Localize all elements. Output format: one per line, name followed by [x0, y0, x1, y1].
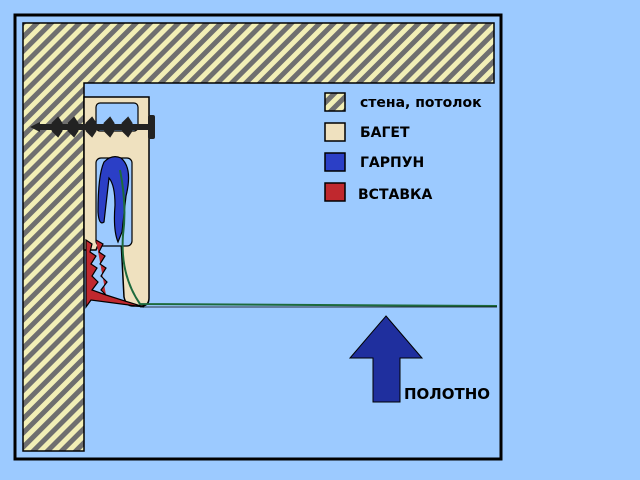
legend-item-baguette: БАГЕТ [324, 122, 410, 142]
insert-teeth [95, 239, 108, 296]
legend-swatch-insert [324, 182, 346, 202]
legend-swatch-wall [324, 92, 346, 112]
legend-swatch-baguette [324, 122, 346, 142]
membrane [119, 169, 498, 307]
arrow-up-icon [348, 315, 424, 403]
legend-swatch-harpoon [324, 152, 346, 172]
wall-ceiling [22, 22, 495, 452]
legend-label-insert: ВСТАВКА [358, 187, 432, 203]
legend-item-wall: стена, потолок [324, 92, 482, 112]
canvas-label: ПОЛОТНО [404, 385, 490, 403]
legend: стена, потолок БАГЕТ ГАРПУН ВСТАВКА [324, 92, 482, 203]
insert [85, 238, 145, 309]
legend-item-insert: ВСТАВКА [324, 182, 432, 203]
screw-icon [30, 115, 155, 139]
legend-label-wall: стена, потолок [360, 95, 482, 111]
legend-label-harpoon: ГАРПУН [360, 155, 424, 171]
legend-item-harpoon: ГАРПУН [324, 152, 424, 172]
legend-label-baguette: БАГЕТ [360, 125, 410, 141]
